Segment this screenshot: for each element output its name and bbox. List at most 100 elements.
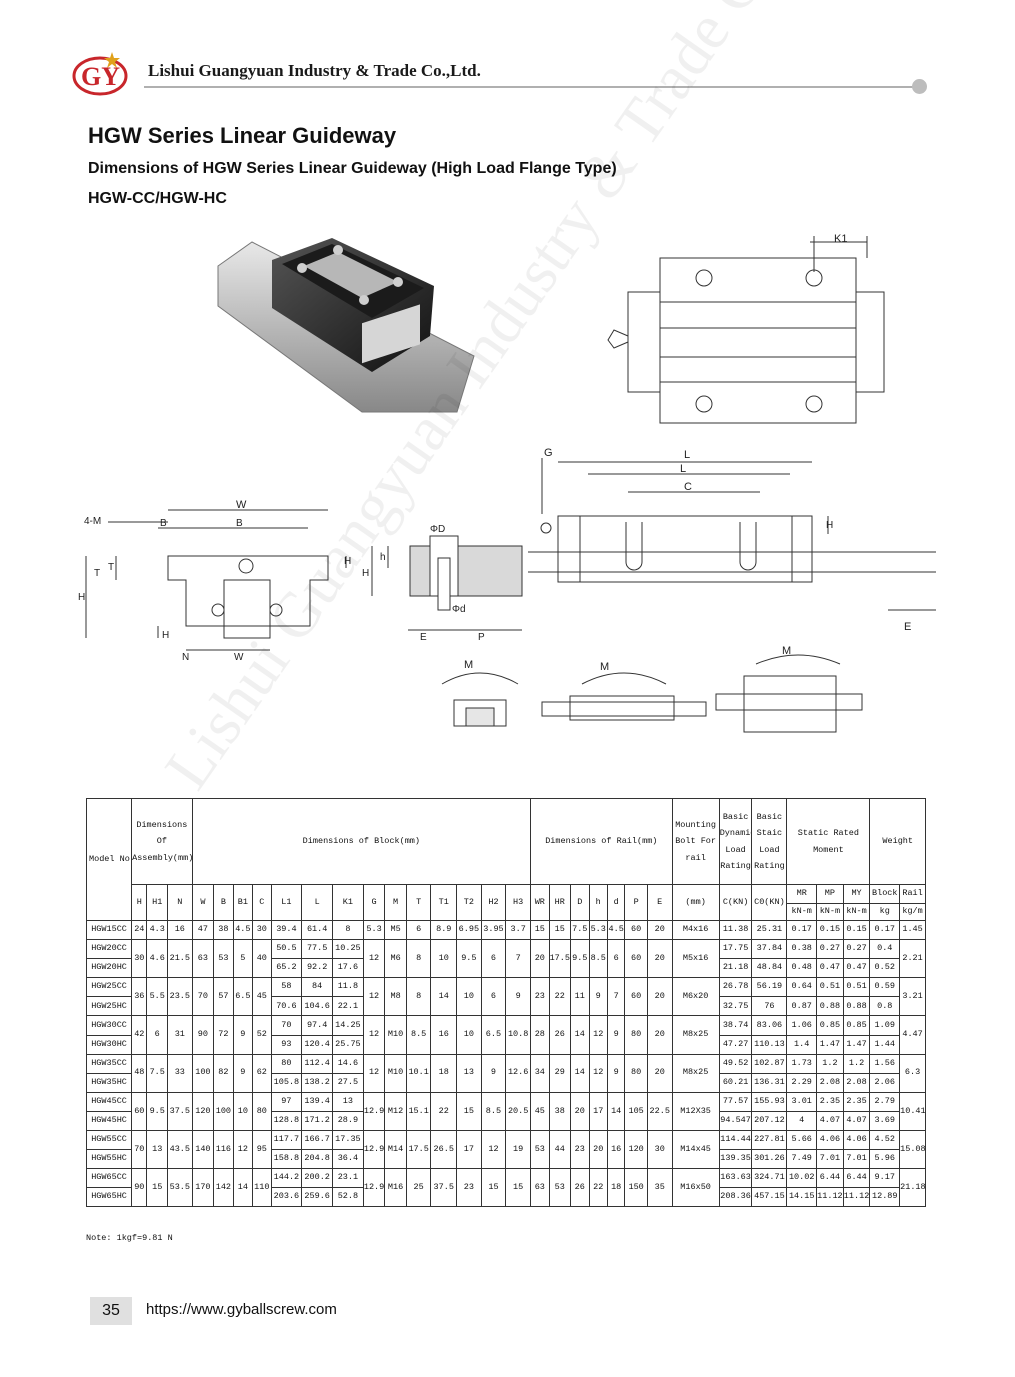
cell-C: 62	[252, 1053, 272, 1093]
cell-MP: 11.12	[816, 1187, 844, 1208]
cell-M: M6	[384, 939, 407, 979]
cell-E: 22.5	[646, 1091, 673, 1132]
cell-bolt: M14x45	[671, 1130, 720, 1170]
cell-T: 8	[405, 939, 432, 979]
column-header-14: T2	[456, 884, 482, 921]
side-view-drawing: G L L C H E	[528, 447, 936, 633]
cell-N: 31	[166, 1015, 193, 1055]
cell-MP: 4.06	[816, 1130, 844, 1151]
label-h2: H	[344, 556, 351, 567]
cell-G: 12	[362, 1015, 386, 1055]
cell-MY: 1.2	[842, 1053, 871, 1074]
cell-C_dyn: 49.52	[718, 1053, 753, 1074]
cell-block: 0.59	[869, 977, 901, 998]
cell-E: 20	[646, 939, 673, 979]
cell-E: 20	[646, 1053, 673, 1093]
cell-C_dyn: 77.57	[718, 1091, 753, 1112]
cell-H: 90	[131, 1168, 148, 1208]
cell-C_dyn: 21.18	[718, 958, 753, 979]
cell-T1: 16	[430, 1015, 458, 1055]
cell-E: 20	[646, 1015, 673, 1055]
page-number: 35	[90, 1297, 132, 1325]
cell-HR: 44	[548, 1130, 572, 1170]
cell-h: 22	[588, 1168, 608, 1208]
cell-bolt: M8x25	[671, 1053, 720, 1093]
cell-H1: 5.5	[146, 977, 168, 1017]
cell-bolt: M12X35	[671, 1091, 720, 1132]
cell-B: 57	[213, 977, 234, 1017]
cell-block: 2.79	[869, 1091, 901, 1112]
column-header-21: d	[606, 884, 626, 921]
cell-P: 60	[624, 977, 648, 1017]
cell-C0: 25.31	[751, 919, 788, 941]
model-cell: HGW15CC	[85, 919, 133, 941]
dimensions-title: Dimensions of HGW Series Linear Guideway…	[88, 160, 617, 177]
cell-C0: 227.81	[751, 1130, 788, 1151]
cell-C: 95	[252, 1130, 272, 1170]
header-static-load: Basic Staic Load Rating	[751, 798, 788, 885]
column-header-18: HR	[548, 884, 572, 921]
cell-C0: 110.13	[751, 1034, 788, 1055]
cell-T1: 14	[430, 977, 458, 1017]
model-cell: HGW45HC	[85, 1110, 133, 1132]
cell-P: 80	[624, 1015, 648, 1055]
cell-MY: 1.47	[842, 1034, 871, 1055]
cell-d: 16	[606, 1130, 626, 1170]
cell-E: 20	[646, 977, 673, 1017]
cell-K1: 36.4	[332, 1149, 364, 1170]
cell-block: 0.8	[869, 996, 901, 1017]
cell-T: 17.5	[405, 1130, 432, 1170]
cell-N: 53.5	[166, 1168, 193, 1208]
column-header-11: M	[384, 884, 407, 921]
unit-MY: kN-m	[842, 903, 871, 921]
column-header-4: B	[213, 884, 234, 921]
model-cell: HGW25HC	[85, 996, 133, 1017]
column-header-7: L1	[270, 884, 303, 921]
cell-MR: 7.49	[786, 1149, 818, 1170]
cell-K1: 22.1	[332, 996, 364, 1017]
cell-C0: 76	[751, 996, 788, 1017]
cell-L1: 65.2	[270, 958, 303, 979]
cell-HR: 17.5	[548, 939, 572, 979]
cell-h: 12	[588, 1015, 608, 1055]
cell-B1: 10	[232, 1091, 254, 1132]
model-cell: HGW20CC	[85, 939, 133, 960]
cell-D: 20	[570, 1091, 590, 1132]
model-cell: HGW55HC	[85, 1149, 133, 1170]
cell-MP: 1.47	[816, 1034, 844, 1055]
column-header-25: C(KN)	[718, 884, 753, 921]
cell-block: 1.56	[869, 1053, 901, 1074]
cell-W: 90	[191, 1015, 215, 1055]
moment-diagrams: M M M	[441, 645, 863, 733]
cell-MP: 6.44	[816, 1168, 844, 1189]
cell-L1: 97	[270, 1091, 303, 1112]
cell-C_dyn: 17.75	[718, 939, 753, 960]
logo-letters: GY	[81, 62, 120, 91]
cell-K1: 11.8	[332, 977, 364, 998]
column-header-27: MR	[786, 884, 818, 904]
cell-C_dyn: 32.75	[718, 996, 753, 1017]
cell-K1: 13	[332, 1091, 364, 1112]
cell-P: 60	[624, 919, 648, 941]
column-header-9: K1	[332, 884, 364, 921]
header-dot	[912, 79, 927, 94]
cell-W: 63	[191, 939, 215, 979]
label-l: L	[684, 449, 690, 461]
header-assembly: Dimensions Of Assembly(mm)	[131, 798, 193, 885]
unit-MP: kN-m	[816, 903, 844, 921]
model-cell: HGW30CC	[85, 1015, 133, 1036]
cell-T2: 10	[456, 977, 482, 1017]
column-header-3: W	[191, 884, 215, 921]
cell-H2: 6	[480, 939, 507, 979]
cell-L: 120.4	[301, 1034, 334, 1055]
cell-C0: 457.15	[751, 1187, 788, 1208]
cell-HR: 26	[548, 1015, 572, 1055]
cell-T1: 22	[430, 1091, 458, 1132]
cell-T: 8	[405, 977, 432, 1017]
cell-MY: 0.85	[842, 1015, 871, 1036]
cell-T2: 9.5	[456, 939, 482, 979]
